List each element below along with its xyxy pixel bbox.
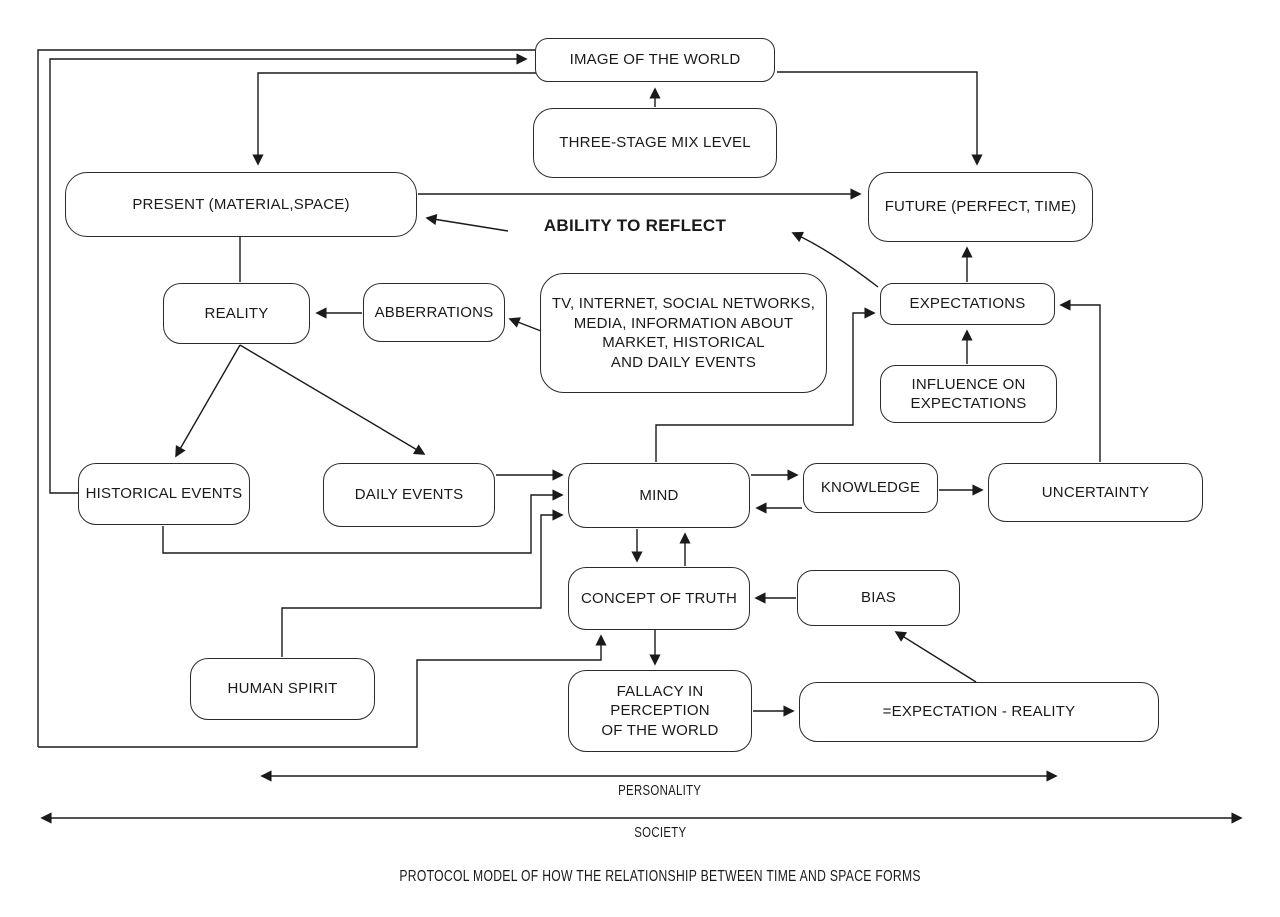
node-influence-on-expectations: INFLUENCE ON EXPECTATIONS [880,365,1057,423]
node-concept-of-truth: CONCEPT OF TRUTH [568,567,750,630]
society-axis-label-text: SOCIETY [633,824,687,841]
node-fallacy-in-perception: FALLACY IN PERCEPTION OF THE WORLD [568,670,752,752]
connector-reality-to-historical [175,344,241,458]
node-reality: REALITY [163,283,310,344]
node-future: FUTURE (PERFECT, TIME) [868,172,1093,242]
diagram-title: PROTOCOL MODEL OF HOW THE RELATIONSHIP B… [40,868,1280,886]
node-image-of-the-world: IMAGE OF THE WORLD [535,38,775,82]
connector-humanspirit-to-mind [281,509,564,657]
diagram-title-text: PROTOCOL MODEL OF HOW THE RELATIONSHIP B… [399,868,921,885]
society-axis-label: SOCIETY [40,824,1280,841]
connector-feedback-to-concept-of-truth [38,634,607,748]
connector-reality-to-daily [239,344,426,455]
connector-historical-to-image-of-world [49,53,528,494]
node-three-stage-mix-level: THREE-STAGE MIX LEVEL [533,108,777,178]
ability-to-reflect-label: ABILITY TO REFLECT [543,216,727,235]
connector-outer-feedback-left [37,49,535,747]
node-knowledge: KNOWLEDGE [803,463,938,513]
connector-ability-to-present [425,213,509,232]
node-present: PRESENT (MATERIAL,SPACE) [65,172,417,237]
node-expectation-minus-reality: =EXPECTATION - REALITY [799,682,1159,742]
personality-axis-label-text: PERSONALITY [618,782,702,799]
connector-media-to-abberrations [508,317,542,332]
node-human-spirit: HUMAN SPIRIT [190,658,375,720]
node-mind: MIND [568,463,750,528]
node-expectations: EXPECTATIONS [880,283,1055,325]
node-daily-events: DAILY EVENTS [323,463,495,527]
connector-image-to-present [252,72,537,166]
node-bias: BIAS [797,570,960,626]
node-uncertainty: UNCERTAINTY [988,463,1203,522]
connector-uncertainty-to-expectations [1059,299,1101,462]
personality-axis-label: PERSONALITY [40,782,1280,799]
connector-image-to-future [777,71,983,166]
connector-mind-to-expectations [655,307,876,462]
connector-expreal-to-bias [894,631,977,683]
node-historical-events: HISTORICAL EVENTS [78,463,250,525]
connector-expectations-to-ability [791,231,879,288]
node-media-information: TV, INTERNET, SOCIAL NETWORKS, MEDIA, IN… [540,273,827,393]
connector-historical-to-mind [162,489,564,554]
node-abberrations: ABBERRATIONS [363,283,505,342]
